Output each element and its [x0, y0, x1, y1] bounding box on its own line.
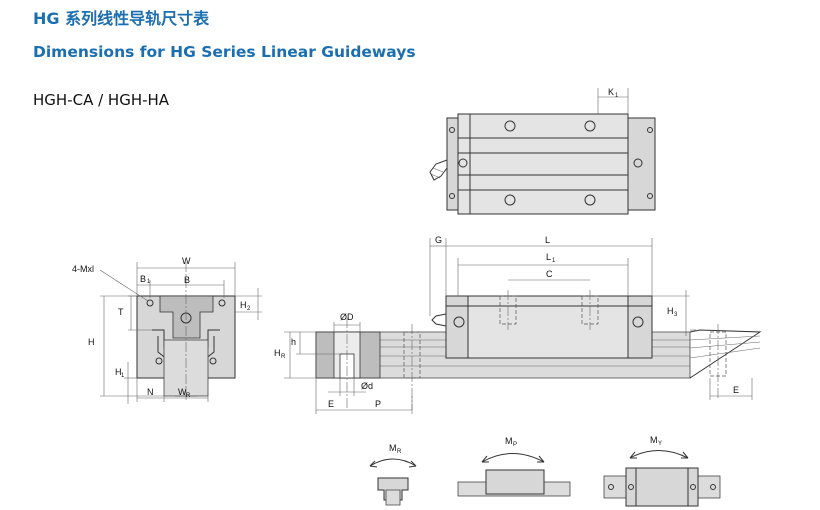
- moment-mp-label: M: [505, 436, 513, 446]
- dim-wr: W: [178, 387, 187, 397]
- dim-l1: L: [546, 252, 551, 262]
- top-view: K 1: [429, 87, 656, 215]
- dim-od: ØD: [340, 312, 354, 322]
- dim-k1: K: [608, 87, 614, 97]
- dim-h: H: [88, 337, 95, 347]
- dim-b1: B: [140, 274, 146, 284]
- dim-h3: H: [667, 306, 674, 316]
- dim-p: P: [375, 399, 381, 409]
- dim-c: C: [546, 269, 553, 279]
- moment-mr: M R: [369, 443, 417, 506]
- dim-n: N: [147, 387, 154, 397]
- dim-h3-sub: 3: [674, 312, 678, 318]
- dim-h1-sub: 1: [121, 373, 125, 379]
- moment-mr-sub: R: [397, 449, 402, 455]
- front-view: G L L 1 C H 3 H R h ØD: [274, 235, 762, 414]
- dim-od-small: Ød: [361, 381, 373, 391]
- dim-k1-sub: 1: [615, 93, 619, 99]
- moment-my: M Y: [603, 435, 721, 507]
- moment-mr-label: M: [389, 443, 397, 453]
- dim-wr-sub: R: [186, 393, 191, 399]
- moment-my-sub: Y: [658, 441, 662, 447]
- dim-hr-sub: R: [281, 354, 286, 360]
- dim-hr: H: [274, 348, 281, 358]
- dim-e-right: E: [733, 385, 739, 395]
- title-english: Dimensions for HG Series Linear Guideway…: [33, 43, 416, 61]
- dim-h2-sub: 2: [247, 306, 251, 312]
- dim-b1-sub: 1: [147, 279, 151, 285]
- dim-4-mxl: 4-Mxl: [72, 264, 94, 274]
- moment-mp-sub: P: [513, 442, 517, 448]
- dim-b: B: [184, 275, 190, 285]
- dim-t: T: [118, 307, 124, 317]
- moment-mp: M P: [457, 436, 571, 497]
- dim-e-left: E: [328, 399, 334, 409]
- moment-my-label: M: [650, 435, 658, 445]
- dim-h1: H: [115, 367, 122, 377]
- dim-g: G: [435, 235, 442, 245]
- dim-h2: H: [240, 300, 247, 310]
- dim-l1-sub: 1: [552, 258, 556, 264]
- end-view: W B 1 B 4-Mxl T H H 1 H 2: [72, 256, 262, 404]
- dim-l: L: [545, 235, 550, 245]
- dim-h-small: h: [291, 337, 296, 347]
- dim-w: W: [182, 256, 191, 266]
- title-chinese: HG 系列线性导轨尺寸表: [33, 9, 210, 28]
- model-label: HGH-CA / HGH-HA: [33, 91, 170, 109]
